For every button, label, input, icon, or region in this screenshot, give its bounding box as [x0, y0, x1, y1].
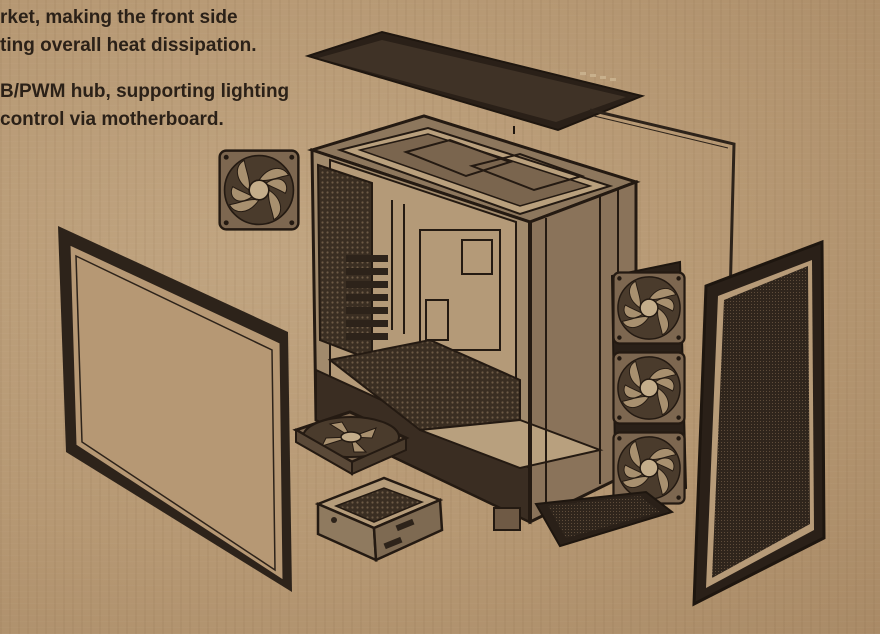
front-fans: [610, 260, 688, 514]
rear-panel: [589, 108, 736, 301]
feature-copy: rket, making the front side ting overall…: [0, 4, 310, 134]
copy-line-2: ting overall heat dissipation.: [0, 35, 257, 56]
drive-cage: [314, 476, 444, 562]
front-fan-1-icon: [612, 271, 686, 345]
front-fan-2-icon: [612, 351, 686, 425]
copy-line-4: control via motherboard.: [0, 109, 224, 130]
side-panel: [58, 226, 292, 592]
front-mesh-panel: [692, 239, 826, 607]
front-fan-3-icon: [612, 431, 686, 505]
top-panel: [304, 30, 646, 134]
bottom-filter: [534, 490, 675, 548]
copy-line-3: B/PWM hub, supporting lighting: [0, 81, 290, 102]
copy-line-1: rket, making the front side: [0, 7, 238, 28]
case-fan-icon: [218, 149, 300, 231]
bottom-fan: [292, 410, 410, 476]
